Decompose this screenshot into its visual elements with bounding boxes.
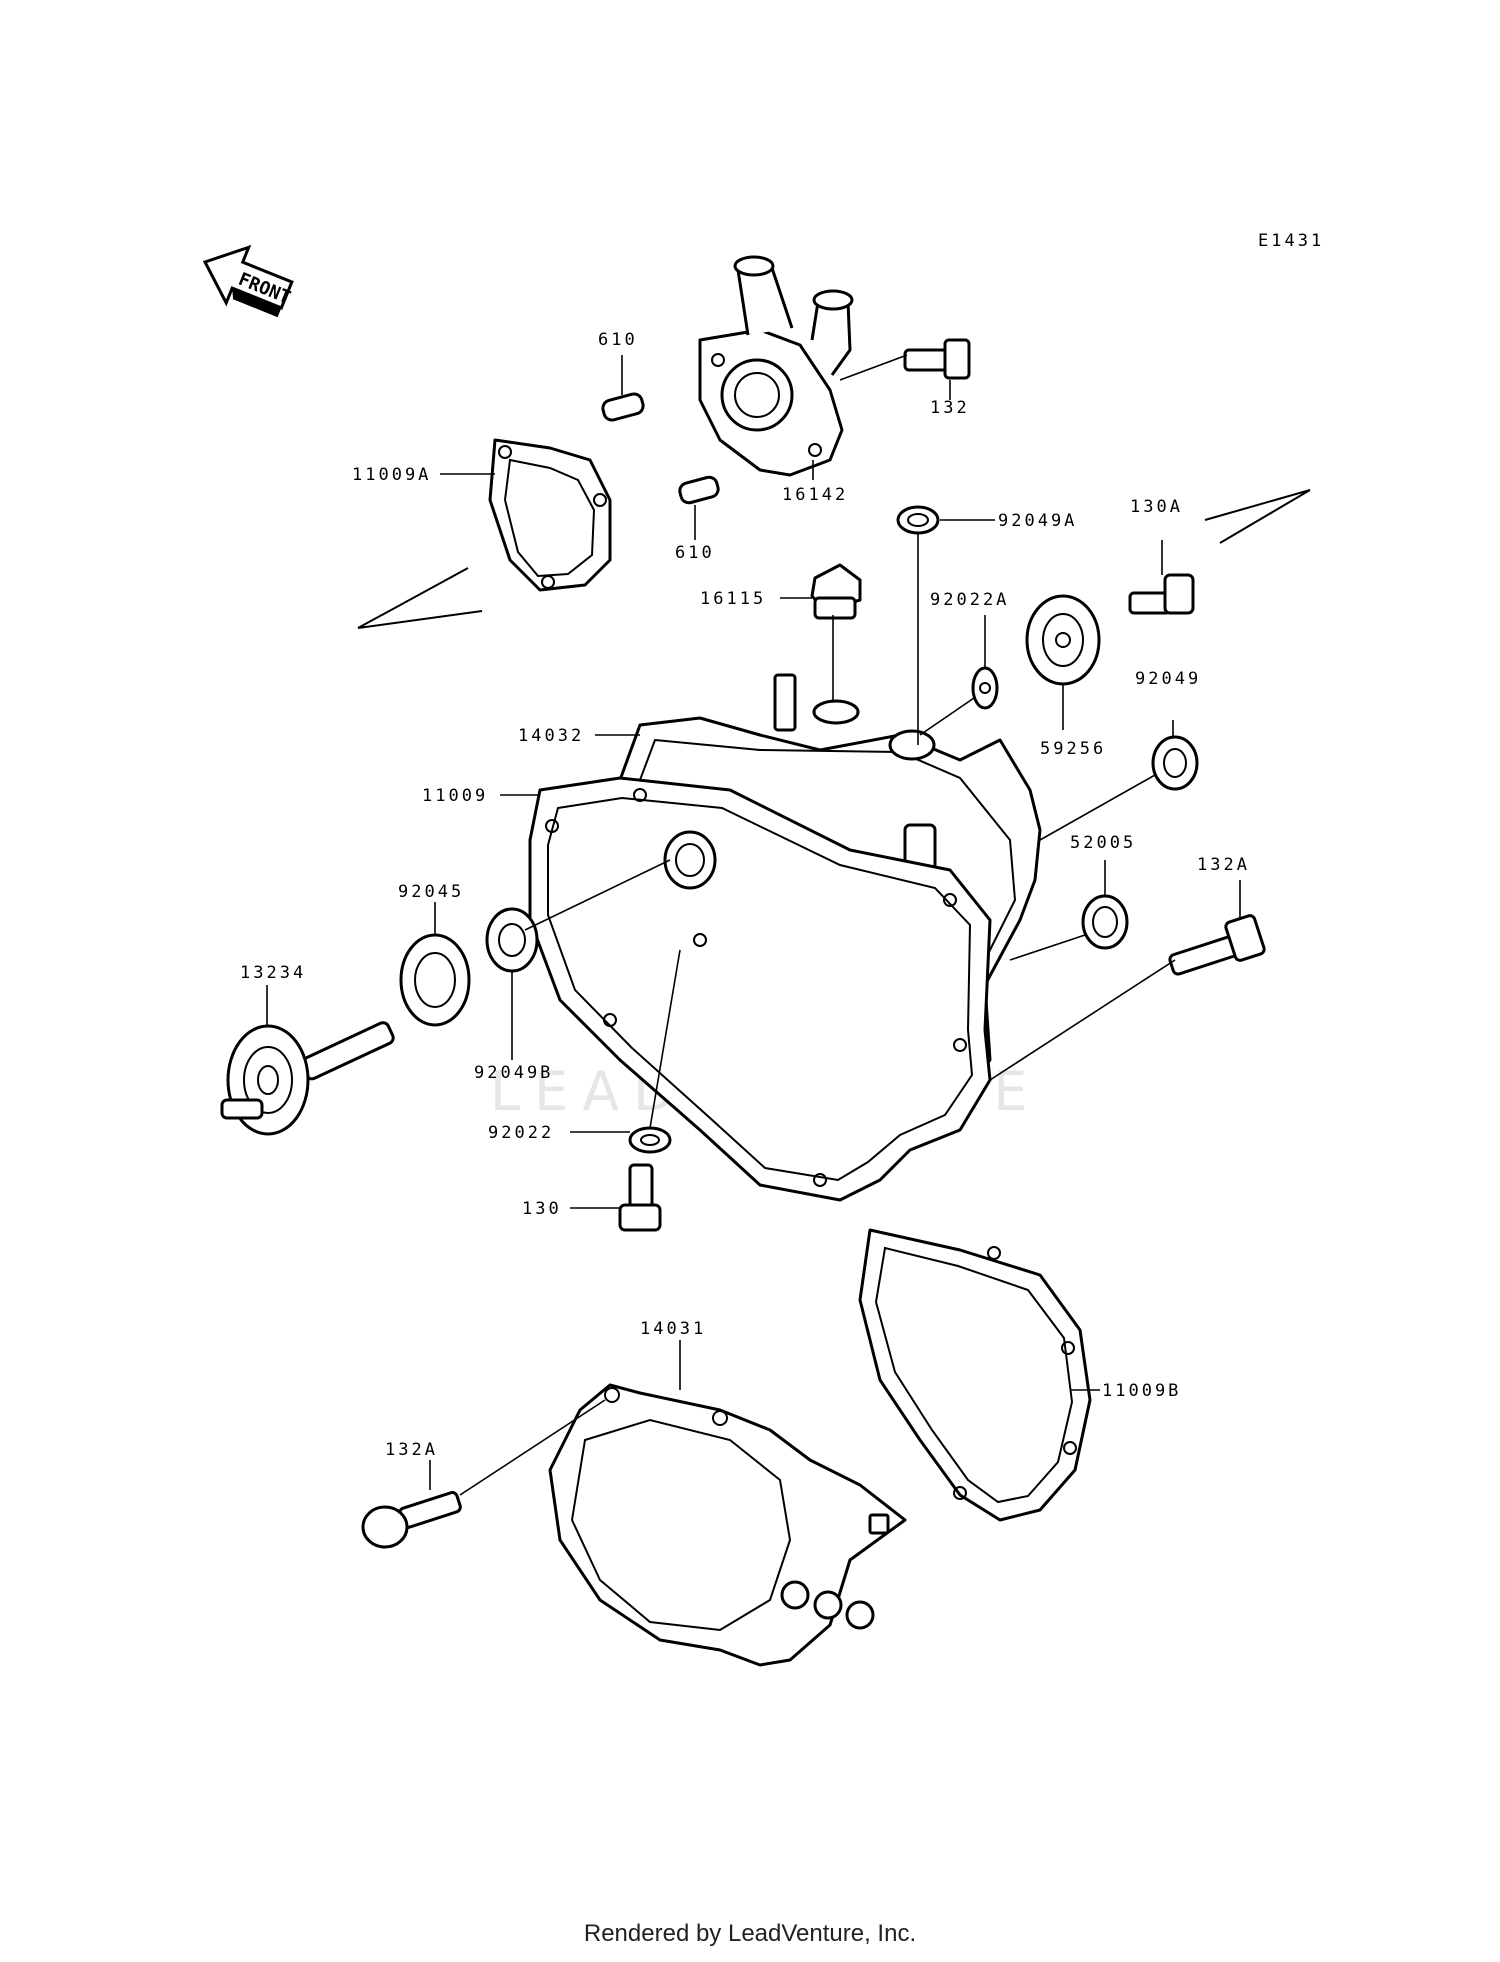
bolt-130 [618,1163,662,1232]
gasket-11009 [528,776,992,1202]
front-arrow-icon: FRONT [202,244,294,318]
dowel-pin-top [601,392,645,422]
bearing-52005 [1081,894,1129,950]
washer-92022 [628,1126,672,1154]
callout-labels: 610 610 11009A 132 16142 92049A 130A 161… [240,330,1250,1460]
bolt-132A-right [1168,914,1266,976]
diagram-code: E1431 [1258,231,1324,251]
callout-130A: 130A [1130,497,1183,517]
leader-lines [266,354,1241,1496]
callout-92045: 92045 [398,882,464,902]
callout-92049A: 92049A [998,511,1077,531]
callout-610-top: 610 [598,330,638,350]
seal-92049A [896,505,940,535]
plug-16115 [810,563,862,620]
callout-132: 132 [930,398,970,418]
dowel-pin-bottom [678,475,720,505]
callout-610-bottom: 610 [675,543,715,563]
callout-132A-left: 132A [385,1440,438,1460]
callout-16115: 16115 [700,589,766,609]
callout-59256: 59256 [1040,739,1106,759]
callout-11009B: 11009B [1102,1381,1181,1401]
washer-92022A [971,666,999,710]
callout-11009: 11009 [422,786,488,806]
callout-92022A: 92022A [930,590,1009,610]
gasket-11009A [488,438,612,592]
callout-52005: 52005 [1070,833,1136,853]
bolt-130A [1128,573,1195,615]
seal-92049B [485,907,539,973]
callout-11009A: 11009A [352,465,431,485]
callout-14032: 14032 [518,726,584,746]
impeller-shaft-13234 [220,1021,395,1136]
callout-13234: 13234 [240,963,306,983]
water-pump-cover [698,255,854,477]
callout-130: 130 [522,1199,562,1219]
magneto-cover-14031 [548,1383,907,1667]
bearing-92045 [399,933,471,1027]
callout-14031: 14031 [640,1319,706,1339]
gasket-11009B [858,1228,1092,1522]
callout-92049B: 92049B [474,1063,553,1083]
callout-92022: 92022 [488,1123,554,1143]
footer-credit: Rendered by LeadVenture, Inc. [583,1920,917,1947]
view-lines [357,489,1311,629]
bolt-132 [903,338,971,380]
callout-16142: 16142 [782,485,848,505]
seal-92049 [1151,735,1199,791]
bolt-132A-left [361,1491,462,1549]
impeller-59256 [1025,594,1101,686]
callout-132A-right: 132A [1197,855,1250,875]
callout-92049: 92049 [1135,669,1201,689]
